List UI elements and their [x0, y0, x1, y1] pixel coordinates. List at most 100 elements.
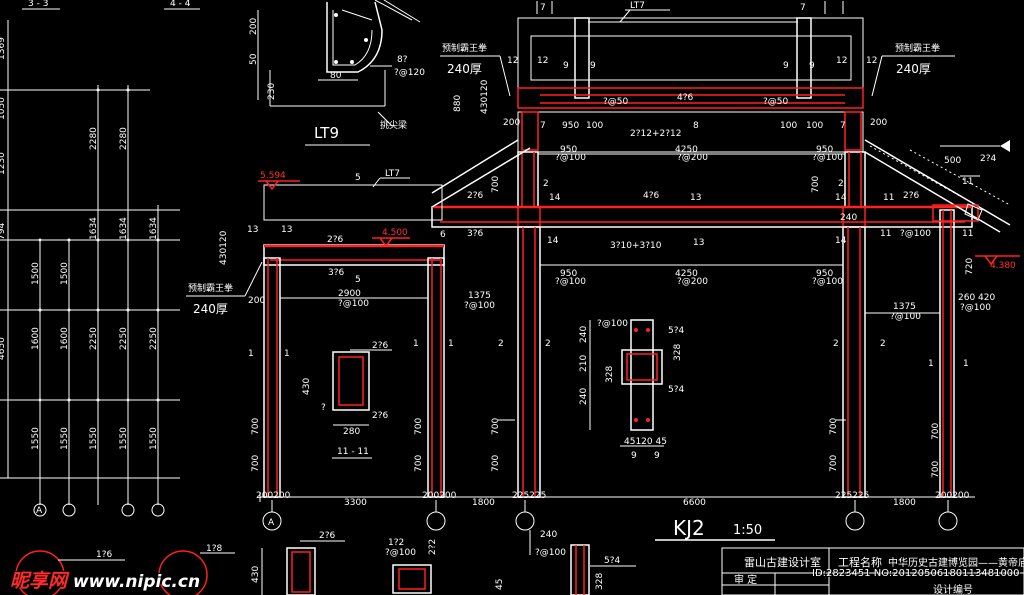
joint-left: [517, 206, 541, 228]
svg-text:2?4: 2?4: [980, 154, 997, 164]
svg-text:1550: 1550: [149, 427, 159, 450]
svg-text:?@100: ?@100: [900, 229, 931, 239]
svg-text:?@200: ?@200: [677, 277, 708, 287]
svg-text:12: 12: [507, 56, 518, 66]
kj2-title: KJ2: [673, 516, 705, 540]
svg-text:13: 13: [690, 193, 701, 203]
svg-text:?@100: ?@100: [960, 303, 991, 313]
elevation-4380: 4.380: [990, 261, 1016, 271]
left-beam-rebar: 2?6: [327, 235, 344, 245]
svg-text:100: 100: [806, 121, 823, 131]
section-11-11-title: 11 - 11: [337, 447, 369, 457]
dim-200200-b: 200200: [422, 491, 457, 501]
svg-text:7: 7: [540, 3, 546, 13]
lt7-top-label: LT7: [630, 1, 645, 11]
svg-text:12: 12: [537, 56, 548, 66]
svg-text:1600: 1600: [60, 327, 70, 350]
precast-thk-2: 240厚: [896, 62, 931, 76]
section-label-3-3: 3 - 3: [28, 0, 48, 9]
main-beam-rebar: 4?6: [643, 191, 660, 201]
svg-text:?@100: ?@100: [555, 277, 586, 287]
center-col-stir: ?@100: [597, 319, 628, 329]
dim-500: 500: [944, 156, 961, 166]
dim-225225-b: 225225: [835, 491, 869, 501]
svg-text:?@100: ?@100: [464, 301, 495, 311]
ridge-rebar-4phi6: 4?6: [677, 93, 694, 103]
dim-200200-a: 200200: [256, 491, 291, 501]
svg-text:?@100: ?@100: [385, 548, 416, 558]
bottom-detail-1-rebar: 2?6: [319, 531, 336, 541]
round-col-2-rebar: 1?8: [206, 544, 223, 554]
svg-text:2: 2: [543, 179, 549, 189]
svg-text:1: 1: [284, 349, 290, 359]
dim-100a: 950: [562, 121, 579, 131]
center-col-rebar-top: 5?4: [668, 326, 685, 336]
ridge-stir-right: ?@50: [763, 97, 789, 107]
svg-text:700: 700: [931, 461, 941, 478]
title-block: 雷山古建设计室 工程名称 中华历史古建博览园——黄帝庙大殿 审 定 设计编号: [721, 547, 1024, 595]
svg-text:328: 328: [605, 366, 615, 383]
title-project-name: 中华历史古建博览园——黄帝庙大殿: [888, 556, 1024, 569]
svg-text:1: 1: [248, 349, 254, 359]
svg-text:14: 14: [549, 193, 561, 203]
dim-2900: 2900: [338, 289, 361, 299]
svg-text:7: 7: [800, 3, 806, 13]
svg-text:700: 700: [829, 455, 839, 472]
watermark-url: www.nipic.cn: [72, 572, 201, 592]
center-col-dim-210: 210: [579, 355, 589, 372]
svg-text:1: 1: [928, 359, 934, 369]
svg-text:9: 9: [783, 61, 789, 71]
lt9-dim-50: 50: [249, 53, 259, 65]
section11-rebar-bottom: 2?6: [372, 411, 389, 421]
svg-text:7: 7: [540, 121, 546, 131]
svg-text:?: ?: [321, 403, 326, 413]
svg-text:700: 700: [491, 418, 501, 435]
dim-260-420: 260 420: [958, 293, 995, 303]
precast-label-1: 预制霸王拳: [442, 42, 487, 54]
rebar-left-roof: 2?6: [467, 191, 484, 201]
bottom-detail-3-rebar: 5?4: [604, 556, 621, 566]
dim-1375-right: 1375: [893, 302, 916, 312]
center-col-dim-240: 240: [579, 388, 589, 405]
title-drawing-no: 设计编号: [933, 583, 973, 595]
svg-text:2: 2: [838, 179, 844, 189]
elevation-5594: 5.594: [260, 171, 286, 181]
left-section-panel: 3 - 3 4 - 4 1369 1050 1230 794 4650 2280…: [0, 0, 235, 595]
precast-label-2: 预制霸王拳: [895, 42, 940, 54]
svg-text:700: 700: [829, 418, 839, 435]
dim-950-upper-left: 950: [560, 145, 577, 155]
bottom-partial-details: 2?6 430 1?2 ?@100 2?2 240 ?@100 5?4 328 …: [251, 530, 636, 595]
bottom-detail-2-rebar-top: 1?2: [388, 538, 404, 548]
precast-thk-1: 240厚: [447, 62, 482, 76]
svg-text:700: 700: [811, 176, 821, 193]
svg-text:2: 2: [880, 339, 886, 349]
kj2-frame: 7 7 LT7 12 12 9 9 9 9 12 12 4?6 ?@50 ?@5…: [186, 1, 1020, 541]
svg-text:430: 430: [251, 566, 261, 583]
dim-1375-left: 1375: [468, 291, 491, 301]
svg-text:100: 100: [586, 121, 603, 131]
svg-text:13: 13: [693, 238, 704, 248]
svg-text:950: 950: [816, 269, 833, 279]
svg-text:12: 12: [866, 56, 877, 66]
svg-text:1: 1: [448, 339, 454, 349]
lt9-dim-230: 230: [267, 83, 277, 100]
svg-text:2?6: 2?6: [903, 191, 920, 201]
svg-text:430120: 430120: [219, 230, 229, 265]
svg-text:14: 14: [835, 236, 847, 246]
svg-text:12: 12: [836, 56, 847, 66]
dim-3300: 3300: [344, 498, 367, 508]
svg-text:1600: 1600: [31, 327, 41, 350]
svg-text:5: 5: [355, 275, 361, 285]
svg-text:9: 9: [563, 61, 569, 71]
svg-text:2250: 2250: [149, 327, 159, 350]
svg-text:700: 700: [931, 423, 941, 440]
svg-text:1634: 1634: [89, 217, 99, 240]
svg-text:?@100: ?@100: [535, 548, 566, 558]
svg-text:11: 11: [880, 229, 891, 239]
dim-225225-a: 225225: [512, 491, 546, 501]
rebar-3phi10: 3?10+3?10: [610, 241, 662, 251]
title-review: 审 定: [734, 573, 757, 586]
svg-text:794: 794: [0, 223, 7, 240]
